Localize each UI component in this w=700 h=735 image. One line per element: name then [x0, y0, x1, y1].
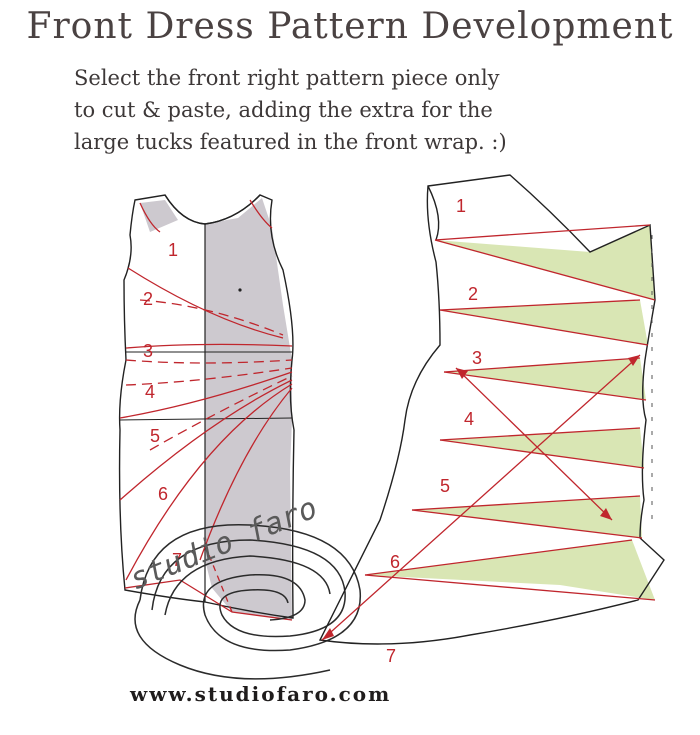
- website-url: www.studiofaro.com: [130, 682, 392, 706]
- front-dress-pattern: 1 2 3 4 5 6 7: [118, 194, 295, 621]
- front-number-2: 2: [143, 289, 153, 309]
- front-neckline: [164, 194, 261, 225]
- developed-number-1: 1: [456, 196, 466, 216]
- arrow-head-down-left: [322, 628, 334, 640]
- hip-line: [119, 417, 293, 421]
- developed-number-7: 7: [386, 646, 396, 666]
- front-style-lines: [119, 199, 293, 621]
- instructions-text: Select the front right pattern piece onl…: [74, 62, 634, 158]
- developed-front-right-piece: 1 2 3 4 5 6 7: [318, 174, 665, 666]
- developed-number-4: 4: [464, 409, 474, 429]
- front-number-5: 5: [150, 426, 160, 446]
- developed-armhole: [427, 185, 440, 241]
- arrow-head-up-right: [628, 355, 640, 366]
- instruction-line-2: to cut & paste, adding the extra for the: [74, 98, 493, 122]
- arrow-head-down-right: [600, 508, 612, 520]
- arrow-head-up-left: [456, 368, 468, 379]
- front-left-shoulder-shade: [140, 200, 178, 232]
- front-number-6: 6: [158, 484, 168, 504]
- front-right-panel-shade: [205, 198, 292, 620]
- transfer-arrows: [322, 355, 640, 640]
- front-number-1: 1: [168, 240, 178, 260]
- instruction-line-3: large tucks featured in the front wrap. …: [74, 130, 507, 154]
- developed-piece-outline: [318, 174, 665, 645]
- front-number-4: 4: [145, 382, 155, 402]
- tuck-fills: [365, 225, 655, 600]
- developed-number-5: 5: [440, 476, 450, 496]
- front-dot-marker: [238, 288, 242, 292]
- developed-number-6: 6: [390, 552, 400, 572]
- developed-number-3: 3: [472, 348, 482, 368]
- front-number-3: 3: [143, 341, 153, 361]
- tuck-lines: [321, 224, 656, 641]
- developed-number-2: 2: [468, 284, 478, 304]
- front-dress-outline: [118, 194, 295, 619]
- instruction-line-1: Select the front right pattern piece onl…: [74, 66, 500, 90]
- page-title: Front Dress Pattern Development: [26, 6, 674, 47]
